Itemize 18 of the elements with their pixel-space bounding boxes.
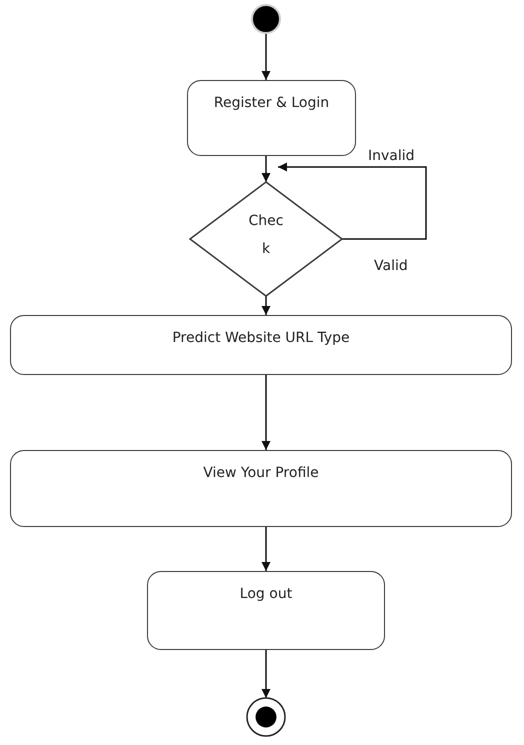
arrow — [262, 156, 270, 182]
activity-box — [10, 315, 512, 375]
activity-label: Log out — [240, 586, 292, 602]
arrow — [278, 162, 427, 240]
activity-label: Predict Website URL Type — [172, 330, 350, 346]
activity-label: View Your Profile — [203, 465, 319, 481]
arrow — [262, 527, 270, 571]
activity-box — [147, 571, 385, 650]
activity-box — [10, 450, 512, 527]
activity-label: Register & Login — [214, 95, 330, 111]
arrow — [262, 650, 270, 698]
arrow — [262, 375, 270, 450]
decision-label: Chec k — [248, 212, 284, 259]
edge-label: Invalid — [368, 148, 415, 164]
arrow — [262, 33, 270, 80]
branch-label: Valid — [374, 258, 408, 274]
arrow — [262, 296, 270, 315]
activity-box — [187, 80, 356, 156]
